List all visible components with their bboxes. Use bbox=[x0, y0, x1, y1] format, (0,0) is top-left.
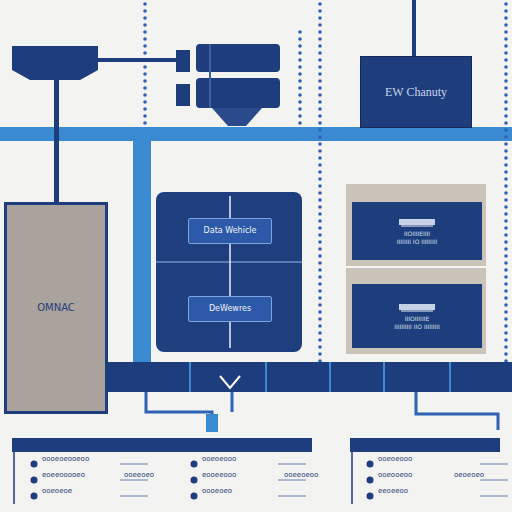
bottom-band bbox=[108, 362, 512, 392]
mast-line bbox=[412, 0, 416, 58]
list-item: oooeoeooeoo bbox=[42, 455, 89, 463]
list-bullets bbox=[31, 461, 374, 500]
list-item: ooeeoeo bbox=[124, 471, 154, 479]
list-item: ooeoeooo bbox=[202, 455, 236, 463]
panel-divider bbox=[156, 261, 302, 263]
list-item: ooeeoeoo bbox=[284, 471, 318, 479]
riser-bar bbox=[133, 141, 151, 363]
list-header bbox=[12, 438, 312, 452]
equipment-box: IIIOIIIIIIEIIIIIIIIII IIO IIIIIIIII bbox=[352, 284, 482, 348]
drop-stub bbox=[206, 414, 218, 432]
list-item: ooeoeoe bbox=[42, 487, 72, 495]
cabinet-panel bbox=[346, 184, 486, 266]
module-box: DeWewres bbox=[188, 296, 272, 322]
list-item: oeoeoeo bbox=[454, 471, 484, 479]
list-header bbox=[350, 438, 500, 452]
connector bbox=[230, 244, 231, 296]
node-text: DeWewres bbox=[209, 304, 251, 314]
device-icon bbox=[397, 302, 437, 312]
module-box: Data Wehicle bbox=[188, 218, 272, 244]
panel-stem bbox=[229, 196, 231, 218]
dotted-lines bbox=[143, 2, 508, 363]
node-text: IIOIIIIEIIII bbox=[404, 230, 430, 238]
list-item: eeoeeoo bbox=[378, 487, 408, 495]
feed-pipe bbox=[54, 80, 59, 202]
drop-line bbox=[231, 392, 234, 412]
drop-line bbox=[416, 392, 498, 430]
node-text: IIIOIIIIIIE bbox=[405, 315, 429, 323]
cabinet-panel bbox=[346, 268, 486, 354]
device-icon bbox=[397, 217, 437, 227]
list-item: oooeoeo bbox=[202, 487, 232, 495]
equipment-box: IIOIIIIEIIIIIIIIIIII IO IIIIIIIII bbox=[352, 202, 482, 260]
station-box: EW Chanuty bbox=[360, 56, 472, 128]
list-rules bbox=[120, 464, 508, 496]
list-bracket bbox=[14, 452, 352, 504]
panel-stem bbox=[229, 322, 231, 348]
motor-unit bbox=[176, 44, 280, 126]
cabinet-box: OMNAC bbox=[4, 202, 108, 414]
bus-bar bbox=[0, 127, 512, 141]
node-text: OMNAC bbox=[37, 302, 75, 315]
band-dividers bbox=[190, 362, 450, 392]
node-text: IIIIIIII IO IIIIIIIII bbox=[397, 238, 437, 246]
list-item: ooeoeooo bbox=[378, 455, 412, 463]
down-arrow bbox=[220, 376, 240, 388]
node-text: EW Chanuty bbox=[385, 85, 447, 100]
drop-line bbox=[146, 392, 212, 430]
list-item: ooeooeoo bbox=[378, 471, 412, 479]
control-panel bbox=[156, 192, 302, 352]
list-item: eoeeooooeo bbox=[42, 471, 85, 479]
list-item: eooeeooo bbox=[202, 471, 236, 479]
node-text: Data Wehicle bbox=[204, 226, 257, 236]
hopper-shape bbox=[12, 46, 98, 80]
node-text: IIIIIIIIII IIO IIIIIIIII bbox=[394, 323, 440, 331]
